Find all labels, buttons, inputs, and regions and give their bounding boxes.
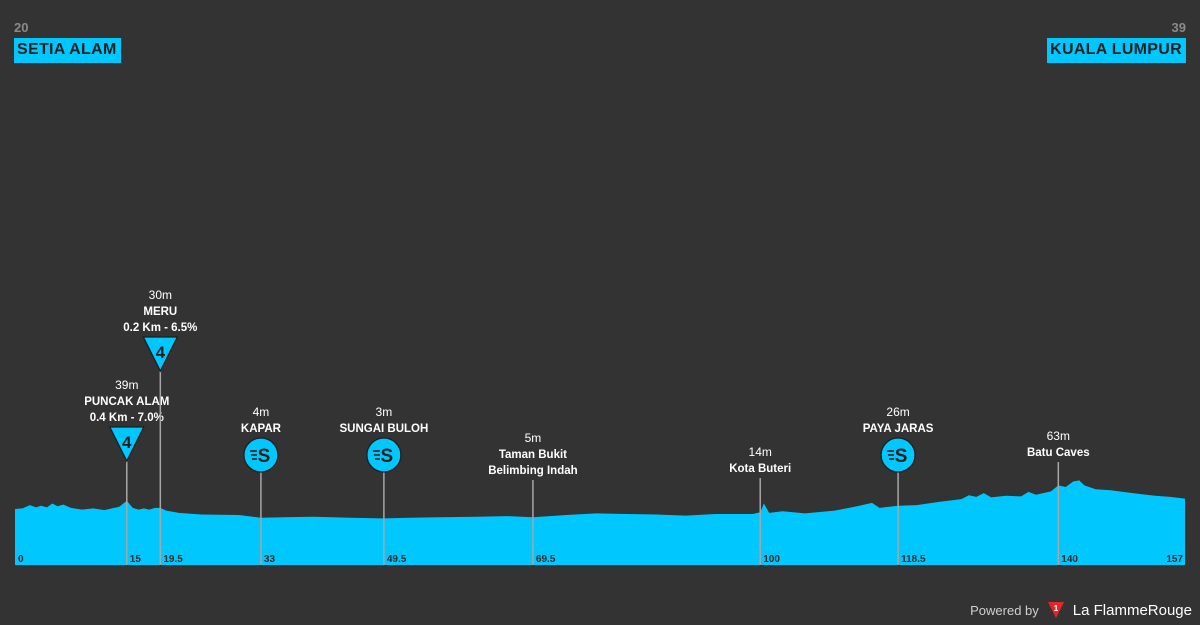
waypoint-name: SUNGAI BULOH (339, 423, 428, 435)
waypoint-name: PUNCAK ALAM (84, 396, 169, 408)
km-tick-label: 157 (1166, 554, 1183, 565)
waypoint-altitude: 30m (149, 288, 172, 302)
climb-detail: 0.2 Km - 6.5% (123, 322, 197, 334)
waypoint-name: Batu Caves (1027, 447, 1090, 459)
footer: Powered by 1 La FlammeRouge (970, 601, 1192, 619)
powered-by-label: Powered by (970, 602, 1039, 618)
climb-detail: 0.4 Km - 7.0% (90, 412, 164, 424)
finish-altitude: 39 (1171, 20, 1186, 35)
km-tick-label: 69.5 (536, 554, 556, 565)
sprint-symbol: S (381, 446, 394, 467)
climb-category-icon (142, 336, 179, 373)
finish-endpoint: 39 KUALA LUMPUR (1047, 20, 1186, 63)
climb-category-icon (108, 426, 145, 463)
waypoint-altitude: 14m (749, 445, 772, 459)
km-tick-label: 100 (763, 554, 780, 565)
km-tick-label: 0 (18, 554, 24, 565)
waypoint-altitude: 5m (525, 431, 542, 445)
start-endpoint: 20 SETIA ALAM (14, 20, 121, 63)
km-tick-label: 33 (264, 554, 276, 565)
km-tick-label: 19.5 (163, 554, 183, 565)
logo-mark-text: 1 (1054, 604, 1059, 613)
waypoint-name: Kota Buteri (729, 463, 791, 475)
start-name: SETIA ALAM (14, 38, 121, 63)
sprint-icon (880, 437, 916, 473)
waypoint-name: KAPAR (241, 423, 282, 435)
km-tick-label: 140 (1061, 554, 1078, 565)
waypoint-altitude: 4m (253, 405, 270, 419)
climb-category-number: 4 (122, 433, 132, 452)
waypoint-altitude: 3m (376, 405, 393, 419)
km-tick-label: 49.5 (387, 554, 407, 565)
finish-name: KUALA LUMPUR (1047, 38, 1186, 63)
waypoint-altitude: 39m (115, 378, 138, 392)
sprint-icon (366, 437, 402, 473)
flamme-rouge-logo-icon: 1 (1047, 602, 1064, 618)
km-tick-label: 118.5 (901, 554, 926, 565)
sprint-symbol: S (895, 446, 908, 467)
sprint-icon (243, 437, 279, 473)
start-altitude: 20 (14, 20, 29, 35)
sprint-symbol: S (258, 446, 271, 467)
elevation-profile-area (15, 480, 1185, 565)
waypoint-name: Taman Bukit (499, 449, 567, 461)
waypoint-name: PAYA JARAS (863, 423, 934, 435)
km-tick-label: 15 (130, 554, 142, 565)
climb-category-number: 4 (156, 343, 166, 362)
brand-name: La FlammeRouge (1072, 601, 1192, 619)
waypoint-altitude: 63m (1047, 429, 1070, 443)
waypoint-name-line2: Belimbing Indah (488, 465, 577, 477)
waypoint-altitude: 26m (886, 405, 909, 419)
waypoint-name: MERU (143, 306, 177, 318)
